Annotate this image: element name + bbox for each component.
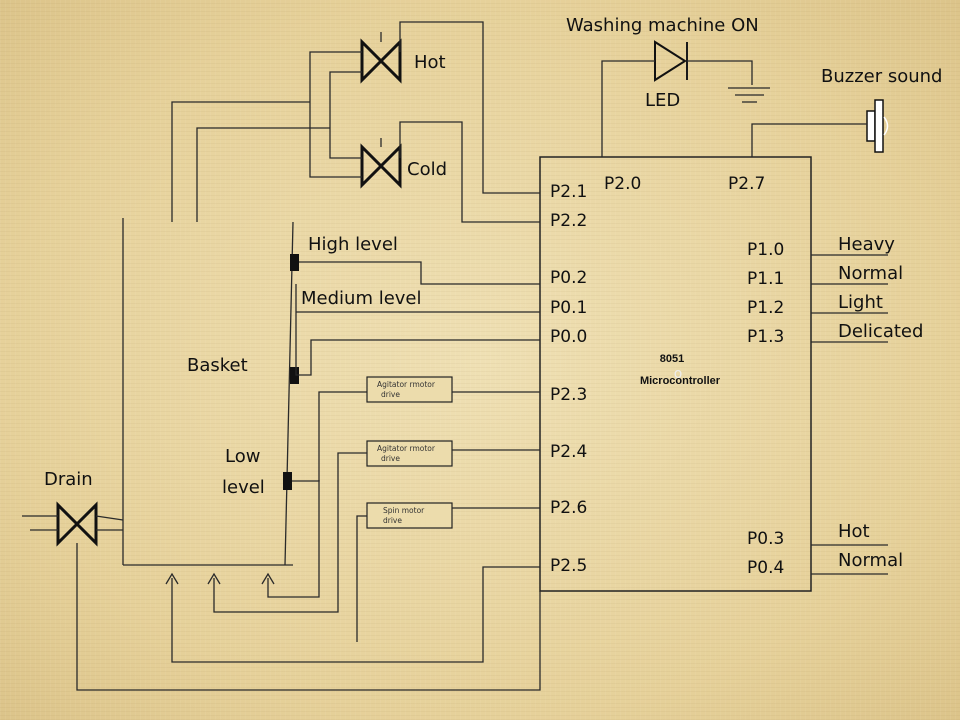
pin-right-mode-2: P1.2 [747,298,784,318]
ground-icon [728,87,770,103]
pin-right-mode-1: P1.1 [747,269,784,289]
temp-normal: Normal [838,550,903,571]
mode-light: Light [838,292,883,313]
low-level-label-1: Low [225,446,260,467]
valve-wiring [171,21,540,223]
hot-valve-icon [360,38,402,84]
pin-left-3: P0.1 [550,298,587,318]
pin-left-6: P2.4 [550,442,587,462]
driver-wiring [171,391,540,663]
pin-right-mode-0: P1.0 [747,240,784,260]
pin-p2-7: P2.7 [728,174,765,194]
pin-left-2: P0.2 [550,268,587,288]
motor-arrowheads [165,572,275,585]
drain-wiring [22,515,541,691]
low-level-label-2: level [222,477,265,498]
drain-valve-icon [56,501,98,547]
agitator-driver-2-line1: Agitator rmotor [377,444,436,453]
drain-label: Drain [44,469,93,490]
pin-right-temp-1: P0.4 [747,558,784,578]
pin-left-0: P2.1 [550,182,587,202]
pin-left-8: P2.5 [550,556,587,576]
led-label: LED [645,90,680,111]
pin-right-mode-3: P1.3 [747,327,784,347]
mcu-mark: o [674,366,683,382]
buzzer-icon [866,99,889,153]
medium-level-sensor [290,367,299,384]
mode-select-lines [811,254,888,575]
mode-heavy: Heavy [838,234,895,255]
pin-p2-0: P2.0 [604,174,641,194]
pin-left-4: P0.0 [550,327,587,347]
microcontroller-box [539,156,812,592]
high-level-label: High level [308,234,398,255]
washing-machine-on-label: Washing machine ON [566,15,759,36]
pin-right-temp-0: P0.3 [747,529,784,549]
led-symbol [654,40,688,82]
mcu-label-line1: 8051 [660,353,684,365]
agitator-driver-1-line1: Agitator rmotor [377,380,436,389]
high-level-sensor [290,254,299,271]
hot-valve-label: Hot [414,52,446,73]
mode-delicated: Delicated [838,321,923,342]
buzzer-wire [751,123,867,157]
low-level-sensor [283,472,292,490]
cold-valve-icon [360,143,402,189]
basket-outline [122,218,294,566]
basket-label: Basket [187,355,248,376]
agitator-driver-1: Agitator rmotor drive [366,376,453,403]
pin-left-5: P2.3 [550,385,587,405]
temp-hot: Hot [838,521,870,542]
agitator-driver-1-line2: drive [381,390,400,399]
mcu-label-line2: Microcontroller [640,375,721,387]
led-wiring [601,60,753,157]
buzzer-label: Buzzer sound [821,66,942,87]
level-sensor-wiring [292,261,540,482]
mode-normal: Normal [838,263,903,284]
cold-valve-label: Cold [407,159,447,180]
medium-level-label: Medium level [301,288,422,309]
spin-driver-line2: drive [383,516,402,525]
spin-driver-line1: Spin motor [383,506,425,515]
agitator-driver-2: Agitator rmotor drive [366,440,453,467]
pin-left-1: P2.2 [550,211,587,231]
spin-motor-driver: Spin motor drive [366,502,453,529]
pin-left-7: P2.6 [550,498,587,518]
agitator-driver-2-line2: drive [381,454,400,463]
